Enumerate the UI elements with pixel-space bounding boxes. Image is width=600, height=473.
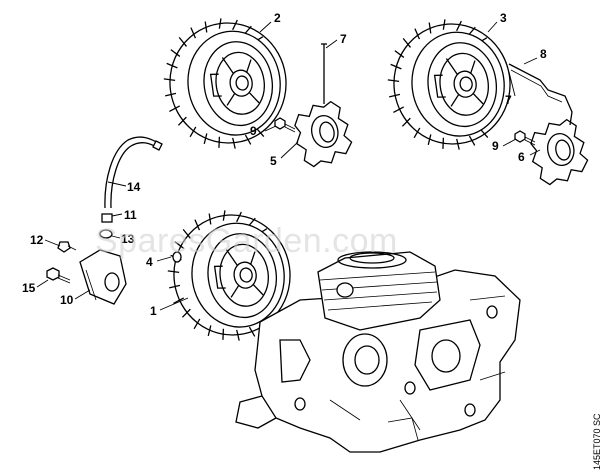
ignition-coil-5 (288, 98, 356, 170)
sleeve-11 (101, 213, 113, 223)
callout-9-left: 9 (250, 124, 257, 138)
callout-11: 11 (124, 208, 137, 222)
hose-14 (104, 136, 161, 209)
leader-lines (36, 21, 541, 311)
grommet-13 (99, 229, 113, 239)
key-4 (172, 251, 182, 263)
screw-15 (46, 267, 71, 284)
callout-9-right: 9 (492, 139, 499, 153)
callout-1: 1 (150, 304, 157, 318)
callout-3: 3 (500, 11, 507, 25)
callout-8: 8 (540, 47, 547, 61)
callout-4: 4 (146, 255, 153, 269)
callout-10: 10 (60, 293, 74, 307)
engine-housing (235, 251, 521, 453)
callout-5: 5 (270, 154, 277, 168)
callout-14: 14 (127, 180, 141, 194)
callout-7-right: 7 (505, 93, 512, 107)
callout-6: 6 (518, 150, 525, 164)
callout-2: 2 (274, 11, 281, 25)
callout-12: 12 (30, 233, 44, 247)
screw-9-left (274, 117, 296, 133)
flywheel-3 (378, 10, 520, 159)
valve-body-10 (79, 249, 127, 305)
coil-wire (508, 63, 573, 126)
flywheel-2 (154, 9, 296, 158)
callout-7-left: 7 (340, 32, 347, 46)
reference-code: 145ET070 SC (592, 413, 600, 470)
callout-15: 15 (22, 281, 36, 295)
watermark-text: SparesGarden.com (95, 222, 398, 260)
screw-12 (57, 241, 77, 253)
callout-13: 13 (121, 232, 135, 246)
